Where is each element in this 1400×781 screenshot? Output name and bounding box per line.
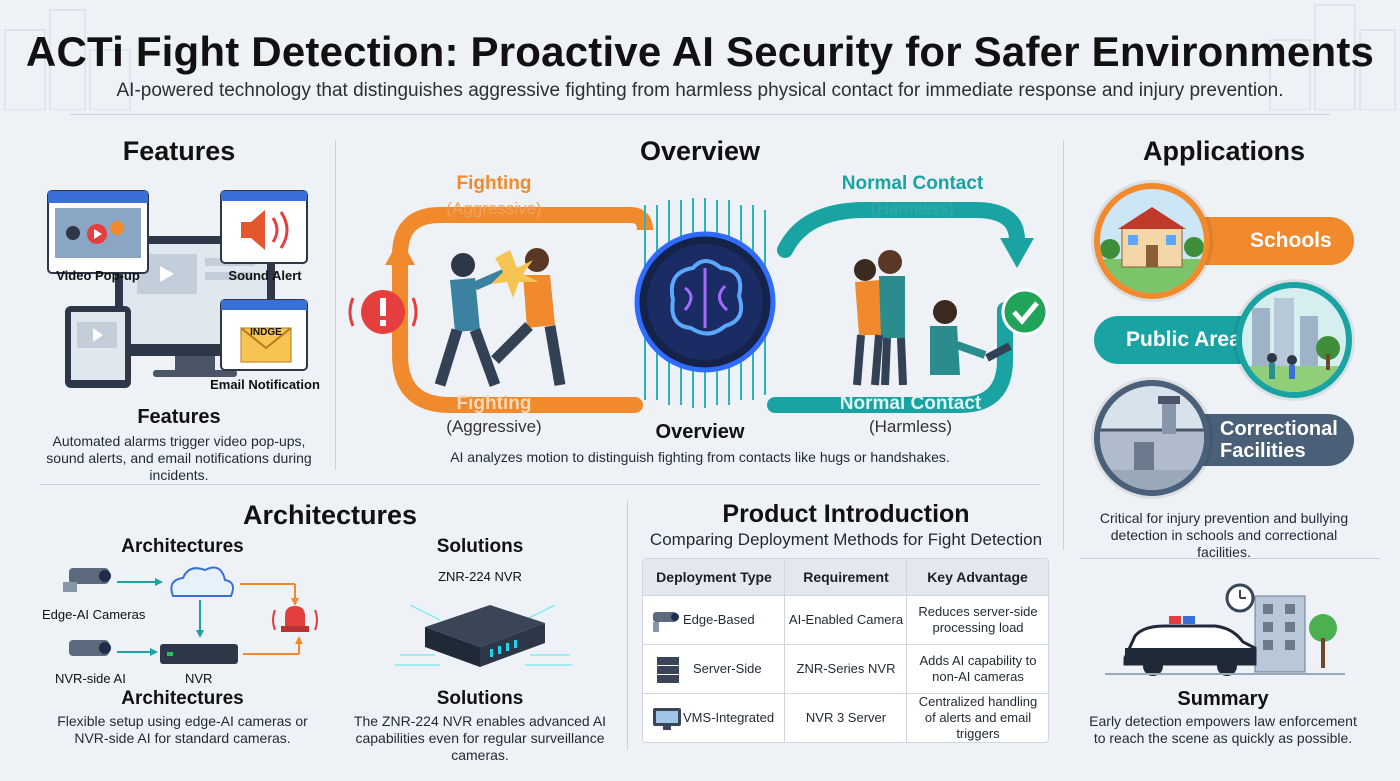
app-label-schools: Schools bbox=[1250, 229, 1332, 252]
normal-bottom-sub: (Harmless) bbox=[868, 417, 953, 436]
divider-features-overview bbox=[335, 140, 336, 470]
page-subtitle: AI-powered technology that distinguishes… bbox=[116, 80, 1284, 101]
nvr-label: NVR bbox=[185, 671, 213, 686]
architectures-left-title: Architectures bbox=[121, 536, 244, 557]
row-type-edge: Edge-Based bbox=[683, 612, 755, 627]
row-type-vms: VMS-Integrated bbox=[683, 710, 775, 725]
envelope-label: INDGE bbox=[250, 327, 282, 338]
monitor-icon bbox=[653, 708, 681, 730]
schools-image bbox=[1094, 183, 1210, 299]
row-req-edge: AI-Enabled Camera bbox=[788, 612, 904, 627]
fighting-bottom-sub: (Aggressive) bbox=[446, 417, 542, 436]
row-req-server: ZNR-Series NVR bbox=[796, 661, 896, 676]
server-icon bbox=[657, 657, 679, 683]
overview-title: Overview bbox=[639, 136, 761, 166]
applications-caption: Critical for injury prevention and bully… bbox=[1099, 510, 1349, 560]
features-caption-title: Features bbox=[137, 406, 221, 428]
solutions-title: Solutions bbox=[436, 536, 524, 557]
row-type-server: Server-Side bbox=[693, 661, 762, 676]
video-popup-label: Video Pop-up bbox=[56, 268, 140, 283]
features-illustration bbox=[45, 188, 315, 393]
correctional-image bbox=[1094, 380, 1210, 496]
fighting-top-label: Fighting bbox=[456, 173, 532, 194]
skyline-decoration-right bbox=[1260, 0, 1400, 111]
overview-caption: AI analyzes motion to distinguish fighti… bbox=[450, 449, 950, 465]
skyline-decoration-left bbox=[0, 0, 140, 111]
nvr-side-ai-label: NVR-side AI bbox=[55, 671, 126, 686]
summary-title: Summary bbox=[1177, 688, 1269, 710]
product-subtitle: Comparing Deployment Methods for Fight D… bbox=[649, 530, 1043, 549]
solutions-caption-title: Solutions bbox=[436, 688, 524, 709]
table-row: Server-Side ZNR-Series NVR Adds AI capab… bbox=[643, 644, 1048, 693]
fighting-top-sub: (Aggressive) bbox=[446, 199, 542, 218]
divider-architectures-product bbox=[627, 500, 628, 750]
divider-applications-summary bbox=[1080, 558, 1380, 559]
applications-title: Applications bbox=[1142, 136, 1305, 166]
app-label-correctional: Correctional Facilities bbox=[1220, 418, 1338, 462]
summary-caption: Early detection empowers law enforcement… bbox=[1089, 713, 1357, 746]
table-header-row: Deployment Type Requirement Key Advantag… bbox=[643, 559, 1048, 595]
normal-top-label: Normal Contact bbox=[841, 173, 984, 194]
table-header-advantage: Key Advantage bbox=[927, 569, 1028, 585]
overview-diagram bbox=[345, 160, 1055, 430]
app-label-public-areas: Public Areas bbox=[1126, 328, 1253, 351]
architecture-diagram bbox=[55, 560, 335, 670]
row-adv-vms: Centralized handling of alerts and email… bbox=[918, 694, 1038, 741]
edge-ai-cameras-label: Edge-AI Cameras bbox=[42, 607, 146, 622]
architectures-caption: Flexible setup using edge-AI cameras or … bbox=[57, 713, 308, 746]
architectures-title: Architectures bbox=[242, 500, 418, 530]
architectures-caption-title: Architectures bbox=[121, 688, 244, 709]
overview-caption-title: Overview bbox=[655, 421, 745, 443]
table-header-requirement: Requirement bbox=[803, 569, 889, 585]
fighting-bottom-label: Fighting bbox=[456, 393, 532, 414]
znr-224-label: ZNR-224 NVR bbox=[438, 569, 522, 584]
header-divider bbox=[70, 114, 1330, 115]
divider-overview-applications bbox=[1063, 140, 1064, 550]
features-title: Features bbox=[122, 136, 236, 166]
nvr-device-image bbox=[390, 585, 575, 680]
normal-top-sub: (Harmless) bbox=[870, 199, 955, 218]
row-req-vms: NVR 3 Server bbox=[805, 710, 887, 725]
row-adv-server: Adds AI capability to non-AI cameras bbox=[919, 653, 1037, 684]
product-title: Product Introduction bbox=[722, 500, 970, 528]
table-header-type: Deployment Type bbox=[656, 569, 772, 585]
deployment-table: Deployment Type Requirement Key Advantag… bbox=[642, 558, 1049, 743]
email-notification-label: Email Notification bbox=[210, 377, 320, 392]
normal-bottom-label: Normal Contact bbox=[839, 393, 982, 414]
camera-icon bbox=[653, 612, 679, 632]
row-adv-edge: Reduces server-side processing load bbox=[918, 604, 1038, 635]
table-row: Edge-Based AI-Enabled Camera Reduces ser… bbox=[643, 595, 1048, 644]
divider-top-bottom bbox=[40, 484, 1040, 485]
solutions-caption: The ZNR-224 NVR enables advanced AI capa… bbox=[353, 713, 607, 763]
table-row: VMS-Integrated NVR 3 Server Centralized … bbox=[643, 693, 1048, 742]
public-areas-image bbox=[1236, 282, 1352, 398]
police-scene-image bbox=[1105, 578, 1345, 678]
features-caption: Automated alarms trigger video pop-ups, … bbox=[46, 433, 312, 483]
sound-alert-label: Sound Alert bbox=[228, 268, 302, 283]
page-title: ACTi Fight Detection: Proactive AI Secur… bbox=[25, 28, 1375, 75]
